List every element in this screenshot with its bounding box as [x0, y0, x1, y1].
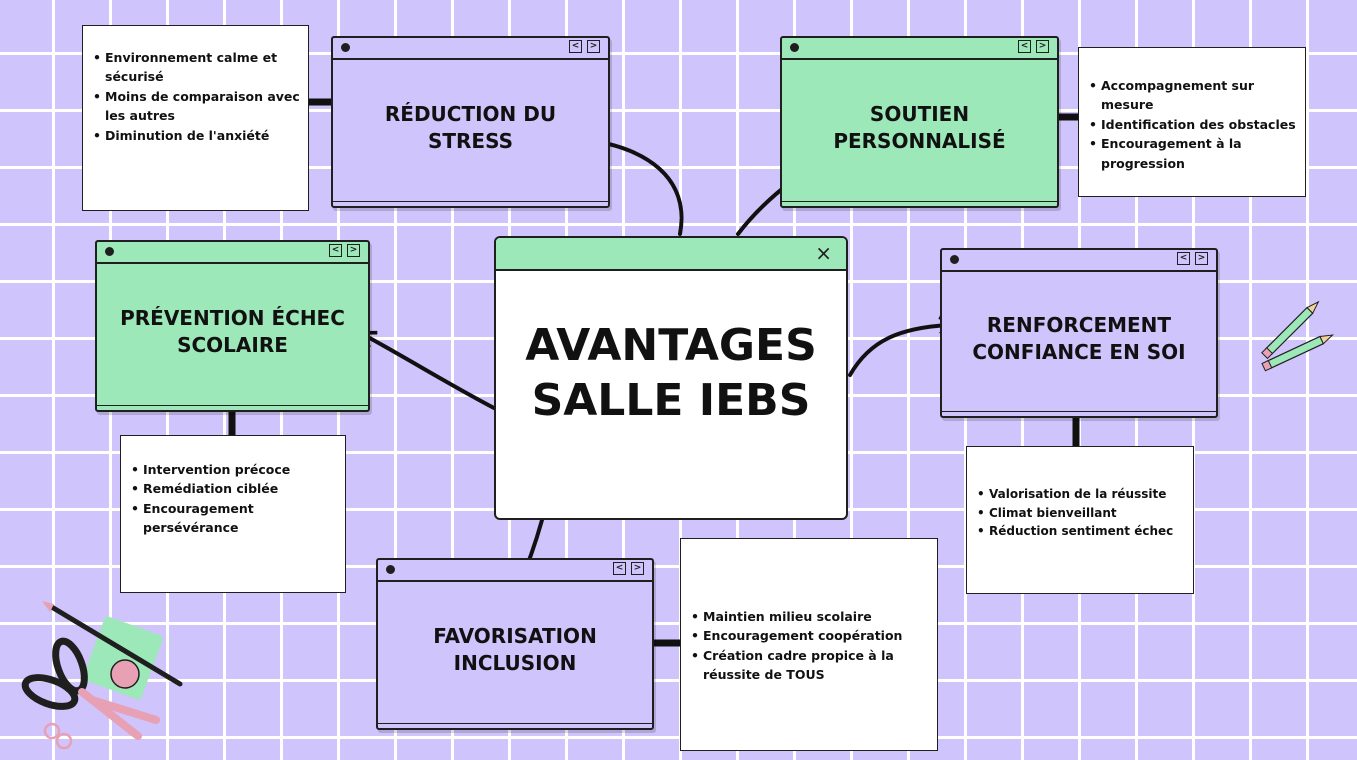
window-dot-icon	[386, 565, 395, 574]
node-renforcement-confiance: <> RENFORCEMENT CONFIANCE EN SOI	[940, 248, 1218, 418]
note-soutien-item-2: Identification des obstacles	[1089, 115, 1297, 135]
central-titlebar: ×	[496, 238, 846, 271]
note-stress-item-1: Environnement calme et sécurisé	[93, 48, 300, 87]
window-titlebar: <>	[333, 38, 608, 60]
note-confiance-item-1: Valorisation de la réussite	[977, 485, 1189, 504]
window-titlebar: <>	[942, 250, 1216, 272]
prev-icon: <	[613, 562, 626, 575]
note-prevention-item-2: Remédiation ciblée	[131, 479, 337, 499]
next-icon: >	[631, 562, 644, 575]
window-dot-icon	[105, 247, 114, 256]
node-inclusion-title: FAVORISATION INCLUSION	[433, 624, 597, 675]
window-dot-icon	[790, 43, 799, 52]
window-footer-line	[942, 411, 1216, 412]
pencils-decoration-icon	[1261, 300, 1334, 372]
node-stress-title: RÉDUCTION DU STRESS	[384, 102, 557, 153]
node-soutien-title: SOUTIEN PERSONNALISÉ	[833, 102, 1006, 153]
prev-icon: <	[569, 40, 582, 53]
window-footer-line	[782, 201, 1057, 202]
note-inclusion: Maintien milieu scolaire Encouragement c…	[680, 538, 938, 751]
note-inclusion-item-2: Encouragement coopération	[691, 626, 929, 646]
next-icon: >	[587, 40, 600, 53]
window-footer-line	[333, 201, 608, 202]
window-footer-line	[97, 405, 368, 406]
note-confiance: Valorisation de la réussite Climat bienv…	[966, 446, 1194, 594]
next-icon: >	[1036, 40, 1049, 53]
note-prevention-item-1: Intervention précoce	[131, 460, 337, 480]
node-reduction-stress: <> RÉDUCTION DU STRESS	[331, 36, 610, 208]
note-confiance-item-3: Réduction sentiment échec	[977, 522, 1189, 541]
note-soutien-item-1: Accompagnement sur mesure	[1089, 76, 1297, 115]
arrow-to-confiance	[848, 325, 948, 377]
close-icon: ×	[815, 241, 832, 265]
next-icon: >	[347, 244, 360, 257]
arrow-to-prevention	[366, 336, 496, 410]
note-stress: Environnement calme et sécurisé Moins de…	[82, 25, 309, 211]
central-topic-title: AVANTAGES SALLE IEBS	[525, 320, 817, 426]
note-inclusion-item-3: Création cadre propice à la réussite de …	[691, 646, 929, 685]
window-titlebar: <>	[97, 242, 368, 264]
window-dot-icon	[950, 255, 959, 264]
note-prevention-item-3: Encouragement persévérance	[131, 499, 337, 538]
node-soutien-personnalise: <> SOUTIEN PERSONNALISÉ	[780, 36, 1059, 208]
note-stress-item-3: Diminution de l'anxiété	[93, 126, 300, 146]
node-confiance-title: RENFORCEMENT CONFIANCE EN SOI	[972, 313, 1186, 364]
node-prevention-title: PRÉVENTION ÉCHEC SCOLAIRE	[120, 306, 345, 357]
window-titlebar: <>	[782, 38, 1057, 60]
node-favorisation-inclusion: <> FAVORISATION INCLUSION	[376, 558, 654, 730]
prev-icon: <	[1018, 40, 1031, 53]
note-stress-item-2: Moins de comparaison avec les autres	[93, 87, 300, 126]
note-prevention: Intervention précoce Remédiation ciblée …	[120, 435, 346, 593]
central-topic-window: × AVANTAGES SALLE IEBS	[494, 236, 848, 520]
node-prevention-echec: <> PRÉVENTION ÉCHEC SCOLAIRE	[95, 240, 370, 412]
note-confiance-item-2: Climat bienveillant	[977, 504, 1189, 523]
window-footer-line	[378, 723, 652, 724]
window-titlebar: <>	[378, 560, 652, 582]
note-soutien: Accompagnement sur mesure Identification…	[1078, 47, 1306, 197]
prev-icon: <	[329, 244, 342, 257]
stationery-decoration-icon	[21, 601, 183, 750]
note-soutien-item-3: Encouragement à la progression	[1089, 134, 1297, 173]
note-inclusion-item-1: Maintien milieu scolaire	[691, 607, 929, 627]
next-icon: >	[1195, 252, 1208, 265]
prev-icon: <	[1177, 252, 1190, 265]
window-dot-icon	[341, 43, 350, 52]
